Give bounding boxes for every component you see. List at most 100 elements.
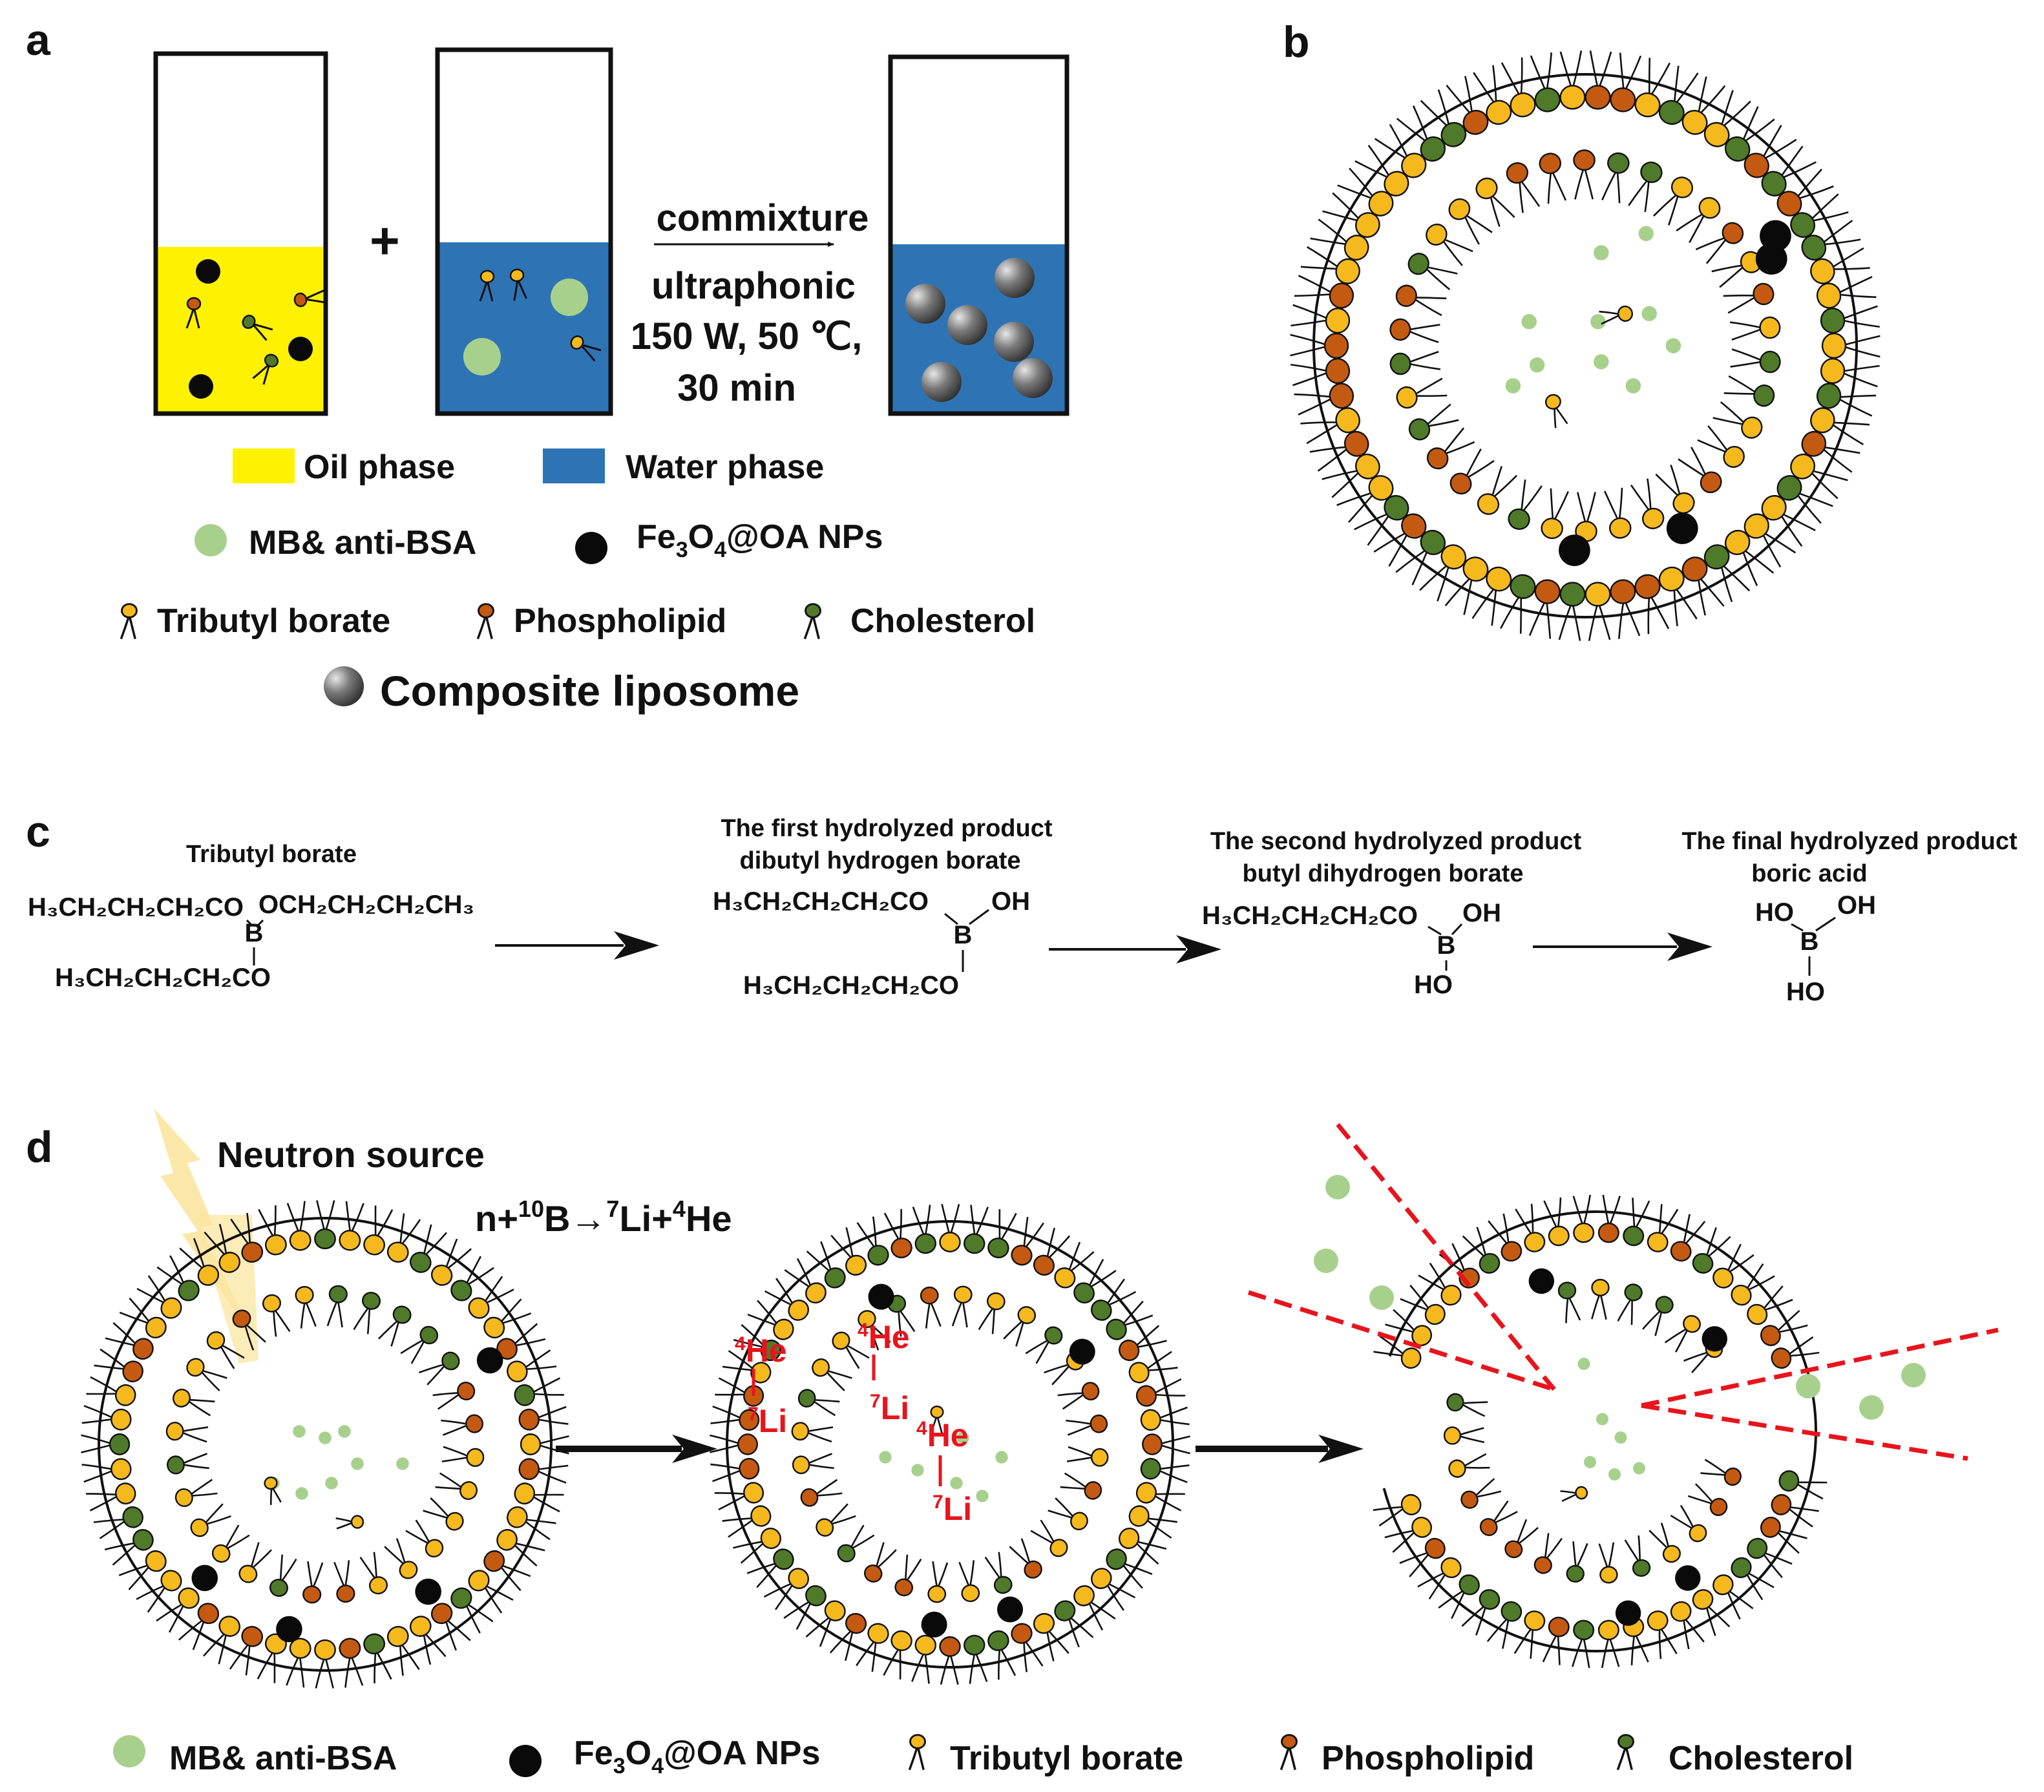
lipid-tail bbox=[1574, 165, 1585, 200]
liposome-sphere-icon bbox=[905, 284, 945, 324]
mb-anti-bsa-particle bbox=[351, 1457, 364, 1470]
lipid-head bbox=[1448, 1459, 1466, 1478]
lipid-head bbox=[1744, 153, 1769, 178]
lipid-head bbox=[419, 1325, 439, 1345]
lipid-head bbox=[262, 1294, 281, 1312]
bilayer-lipid bbox=[286, 1638, 311, 1688]
lipid-tail bbox=[803, 615, 814, 640]
lipid-head bbox=[1446, 1393, 1464, 1412]
lipid-head bbox=[1790, 212, 1816, 238]
step-duration: 30 min bbox=[677, 367, 796, 409]
lipid-head bbox=[160, 1297, 182, 1319]
lipid-tail bbox=[1589, 50, 1599, 90]
lipid-tail bbox=[120, 615, 131, 640]
lipid-tail bbox=[814, 1492, 843, 1497]
bilayer-lipid bbox=[1128, 1505, 1178, 1539]
lipid-head bbox=[863, 1565, 883, 1583]
liposome-beaker bbox=[888, 54, 1069, 416]
bilayer-lipid bbox=[1106, 1548, 1153, 1589]
lipid-tail bbox=[1057, 1392, 1086, 1397]
bilayer-lipid bbox=[1418, 1262, 1462, 1306]
lipid-head bbox=[1810, 407, 1835, 434]
lipid-head bbox=[1070, 1512, 1088, 1531]
lipid-head bbox=[1724, 529, 1751, 555]
lipid-tail bbox=[991, 1306, 996, 1334]
lipid-head bbox=[1396, 386, 1418, 409]
lipid-head bbox=[773, 1548, 794, 1570]
bilayer-lipid bbox=[1291, 304, 1351, 334]
lipid-tail bbox=[1290, 333, 1330, 347]
bilayer-lipid bbox=[920, 1286, 942, 1329]
bilayer-lipid bbox=[1449, 448, 1495, 495]
lipid-head bbox=[1135, 1482, 1157, 1504]
lipid-head bbox=[264, 1234, 287, 1256]
lipid-head bbox=[739, 1458, 760, 1480]
bilayer-lipid bbox=[1687, 1483, 1728, 1516]
bilayer-lipid bbox=[1816, 276, 1877, 309]
bond bbox=[944, 912, 958, 925]
bilayer-lipid bbox=[1385, 1309, 1433, 1346]
bilayer-lipid bbox=[1729, 316, 1781, 341]
bilayer-lipid bbox=[1395, 284, 1447, 317]
bilayer-lipid bbox=[1591, 1278, 1610, 1320]
lipid-head bbox=[1329, 282, 1354, 309]
bilayer-lipid bbox=[1820, 357, 1880, 388]
bilayer-lipid bbox=[1821, 332, 1881, 359]
lipid-head bbox=[890, 1238, 912, 1259]
lipid-head bbox=[867, 1623, 889, 1644]
lipid-head bbox=[986, 1292, 1006, 1311]
lipid-tail bbox=[998, 1552, 1002, 1581]
lipid-head bbox=[1703, 121, 1730, 147]
butyl-group: H₃CH₂CH₂CH₂CO bbox=[743, 971, 959, 1000]
fe-nanoparticle bbox=[415, 1578, 441, 1605]
lipid-head bbox=[1384, 171, 1409, 196]
lipid-head bbox=[1424, 1303, 1446, 1325]
bilayer-lipid bbox=[1624, 1535, 1651, 1577]
bilayer-lipid bbox=[518, 1406, 569, 1431]
panel-d: d Neutron source n+10B→7Li+4He 4He 7Li 4… bbox=[26, 1108, 1999, 1778]
bilayer-lipid bbox=[830, 1227, 867, 1276]
bilayer-lipid bbox=[1066, 1414, 1108, 1436]
bilayer-lipid bbox=[1603, 487, 1632, 539]
bilayer-lipid bbox=[911, 1634, 936, 1684]
bilayer-lipid bbox=[1054, 1600, 1094, 1648]
lipid-head bbox=[289, 1638, 311, 1659]
lipid-head bbox=[760, 1339, 781, 1362]
lipid-head bbox=[1384, 495, 1409, 521]
bilayer-lipid bbox=[229, 1626, 264, 1676]
lipid-head bbox=[1747, 1537, 1768, 1559]
bilayer-lipid bbox=[430, 1238, 472, 1286]
bilayer-lipid bbox=[958, 1560, 980, 1603]
lipid-head bbox=[1426, 447, 1449, 470]
lipid-head bbox=[392, 1305, 412, 1324]
bilayer-lipid bbox=[1599, 305, 1633, 325]
bilayer-lipid bbox=[1337, 167, 1394, 216]
bilayer-lipid bbox=[1003, 1306, 1037, 1347]
lipid-head bbox=[190, 1518, 209, 1537]
lipid-tail bbox=[1625, 1745, 1633, 1771]
bilayer-lipid bbox=[432, 1381, 476, 1410]
lipid-tail bbox=[1673, 65, 1680, 106]
bilayer-lipid bbox=[1575, 492, 1597, 542]
lipid-head bbox=[1119, 1527, 1140, 1550]
lipid-head bbox=[939, 1636, 961, 1657]
lipid-tail bbox=[1577, 492, 1587, 525]
lipid-tail bbox=[1457, 1435, 1485, 1444]
lipid-head bbox=[1281, 1734, 1298, 1749]
bilayer-lipid bbox=[722, 1505, 772, 1538]
lipid-tail bbox=[273, 1308, 277, 1337]
lipid-head bbox=[178, 1587, 200, 1609]
bilayer-lipid bbox=[1760, 1517, 1807, 1554]
bilayer-lipid bbox=[172, 1388, 215, 1417]
bilayer-lipid bbox=[1486, 1601, 1522, 1649]
legend-mb-anti-bsa: MB& anti-BSA bbox=[169, 1740, 397, 1777]
bilayer-lipid bbox=[174, 1479, 218, 1508]
lipid-tail bbox=[1413, 394, 1448, 397]
bilayer-lipid bbox=[178, 1603, 220, 1650]
cholesterol-legend-icon bbox=[1616, 1734, 1634, 1771]
bilayer-lipid bbox=[1300, 246, 1360, 284]
mb-anti-bsa-particle bbox=[956, 1431, 969, 1444]
lipid-head bbox=[570, 335, 584, 350]
lipid-head bbox=[441, 1351, 460, 1371]
legend-cholesterol: Cholesterol bbox=[1669, 1740, 1853, 1777]
